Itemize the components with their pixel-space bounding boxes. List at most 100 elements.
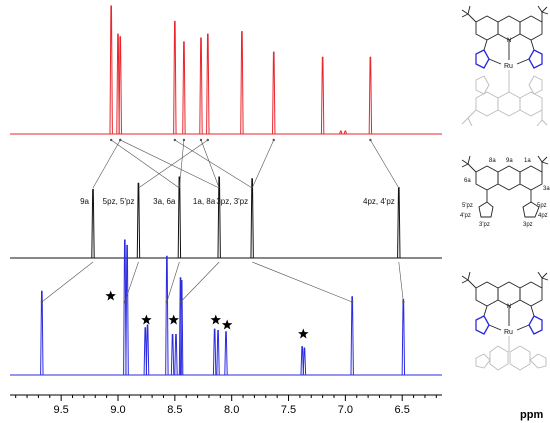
x-axis: ppm 9.5 9.0 8.5 8.0 7.5 7.0 6.5 — [10, 394, 543, 421]
correlation-line-b2 — [166, 261, 180, 303]
correlation-arrowhead-b1 — [123, 300, 127, 304]
correlation-arrowhead-b5 — [402, 300, 405, 304]
peak-0-4 — [182, 41, 186, 135]
peak-0-10 — [368, 56, 373, 135]
struct-label-1a: 1a — [524, 158, 531, 164]
peak-2-4 — [145, 324, 150, 376]
peak-label-1: 5pz, 5'pz — [103, 197, 135, 206]
peak-1-2 — [177, 176, 182, 259]
peak-0-0 — [109, 5, 113, 135]
correlation-arrowhead-t6 — [173, 138, 177, 142]
correlation-line-t1 — [138, 139, 208, 189]
peak-2-11 — [216, 329, 220, 376]
star-marker-0 — [105, 290, 116, 301]
correlation-line-t0 — [92, 139, 121, 189]
correlation-line-t5 — [200, 139, 220, 189]
x-tick-label-2: 8.5 — [167, 404, 182, 416]
peak-0-8 — [272, 51, 276, 135]
correlation-line-b4 — [252, 261, 353, 303]
struct-label-9a: 9a — [506, 158, 513, 164]
structure-top-metal: Ru — [504, 63, 513, 70]
peak-2-5 — [165, 255, 169, 376]
struct-label-5pz-prime: 5'pz — [462, 203, 473, 209]
correlation-line-t7 — [251, 139, 275, 189]
peak-1-4 — [250, 178, 254, 259]
struct-label-3pz: 3pz — [523, 222, 533, 228]
correlation-line-t3 — [179, 139, 185, 189]
peak-0-6 — [206, 33, 210, 135]
correlation-line-t8 — [370, 139, 400, 189]
peak-2-9 — [179, 280, 184, 376]
minor-peak-0 — [343, 130, 348, 135]
peak-0-1 — [116, 33, 120, 135]
structure-middle: 8a 9a 1a 6a 3a 5'pz 5pz 4'pz 4pz 3'pz 3p… — [460, 155, 550, 228]
x-tick-label-3: 8.0 — [224, 404, 239, 416]
svg-text:N: N — [507, 38, 511, 44]
x-tick-label-0: 9.5 — [54, 404, 69, 416]
correlation-arrowhead-t3 — [182, 138, 186, 142]
peak-0-5 — [199, 37, 203, 135]
star-marker-1 — [141, 314, 152, 325]
peak-2-3 — [143, 327, 147, 376]
struct-label-5pz: 5pz — [537, 203, 547, 209]
peak-2-16 — [401, 298, 406, 376]
peak-2-10 — [212, 328, 217, 376]
correlation-arrowhead-b3 — [179, 300, 182, 304]
correlation-arrowhead-b2 — [165, 300, 169, 304]
peak-1-3 — [217, 176, 221, 259]
correlation-lines — [40, 138, 405, 304]
peak-2-7 — [174, 334, 178, 376]
correlation-arrowhead-t5 — [199, 138, 203, 142]
peak-2-15 — [350, 296, 354, 376]
peak-2-14 — [302, 347, 307, 376]
peak-0-9 — [320, 56, 325, 135]
x-tick-label-4: 7.5 — [281, 404, 296, 416]
structure-bottom: Ru N — [461, 271, 549, 371]
structure-top: Ru N — [461, 5, 549, 127]
correlation-line-t4 — [120, 139, 220, 189]
correlation-arrowhead-t8 — [369, 138, 372, 142]
minor-peak-1 — [339, 130, 343, 135]
struct-label-3pz-prime: 3'pz — [479, 222, 490, 228]
spectrum-top — [10, 5, 442, 135]
peak-2-12 — [224, 331, 228, 376]
correlation-arrowhead-t4 — [119, 138, 122, 142]
correlation-line-b3 — [180, 261, 220, 303]
correlation-line-t2 — [111, 139, 180, 189]
x-tick-label-5: 7.0 — [338, 404, 353, 416]
correlation-arrowhead-t2 — [109, 138, 113, 142]
x-tick-label-1: 9.0 — [110, 404, 125, 416]
peak-1-5 — [397, 187, 401, 259]
peak-1-1 — [136, 182, 141, 259]
x-tick-label-6: 6.5 — [395, 404, 410, 416]
struct-label-8a: 8a — [489, 158, 496, 164]
correlation-arrowhead-t7 — [272, 138, 275, 142]
peak-0-7 — [240, 31, 244, 135]
peak-0-2 — [118, 36, 122, 135]
peak-1-0 — [91, 188, 95, 259]
star-marker-3 — [210, 314, 221, 325]
svg-text:N: N — [507, 304, 511, 310]
peak-2-0 — [40, 290, 44, 376]
star-marker-5 — [298, 328, 309, 339]
star-marker-2 — [168, 314, 179, 325]
correlation-line-t6 — [174, 139, 253, 189]
struct-label-6a: 6a — [464, 178, 471, 184]
spectrum-bottom — [10, 239, 442, 376]
peak-label-4: 3pz, 3'pz — [216, 197, 248, 206]
peak-label-2: 3a, 6a — [153, 197, 176, 206]
peak-label-5: 4pz, 4'pz — [363, 197, 395, 206]
correlation-arrowhead-b4 — [350, 300, 354, 304]
correlation-arrowhead-t1 — [206, 138, 210, 142]
struct-label-4pz-prime: 4'pz — [460, 213, 471, 219]
peak-2-1 — [123, 239, 127, 376]
structure-bottom-metal: Ru — [504, 329, 513, 336]
x-axis-unit: ppm — [520, 409, 543, 421]
peak-2-6 — [170, 334, 175, 376]
star-marker-4 — [221, 319, 233, 330]
peak-0-3 — [173, 20, 177, 135]
struct-label-4pz: 4pz — [538, 213, 548, 219]
peak-label-0: 9a — [80, 197, 89, 206]
